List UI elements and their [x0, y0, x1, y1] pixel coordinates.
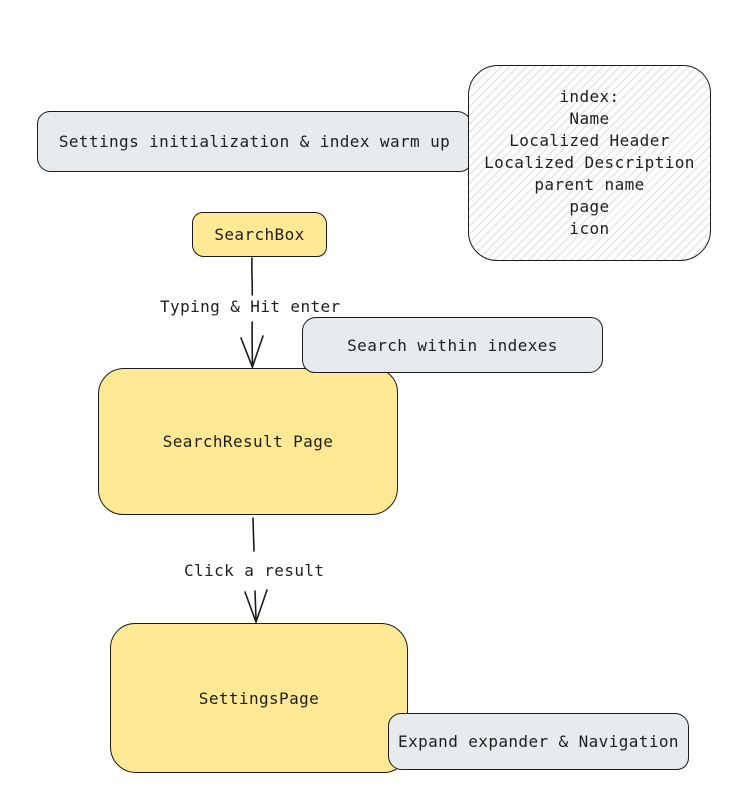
index-note-line: parent name [534, 175, 645, 194]
edge-label-typing-hit-enter: Typing & Hit enter [160, 297, 341, 316]
node-settings-initialization: Settings initialization & index warm up [37, 111, 472, 172]
index-note-line: Localized Description [484, 153, 695, 172]
node-expand-expander-navigation: Expand expander & Navigation [388, 713, 689, 770]
node-settingspage: SettingsPage [110, 623, 408, 773]
node-searchresult-page: SearchResult Page [98, 368, 398, 515]
index-note-line: Localized Header [509, 131, 670, 150]
edge-label-click-a-result: Click a result [184, 561, 325, 580]
node-index-fields-note: index: Name Localized Header Localized D… [468, 65, 711, 261]
index-note-line: page [569, 197, 610, 216]
node-searchbox: SearchBox [192, 212, 327, 257]
node-search-within-indexes: Search within indexes [302, 317, 603, 373]
index-note-line: icon [569, 219, 610, 238]
index-note-line: Name [569, 109, 610, 128]
index-note-line: index: [559, 87, 620, 106]
